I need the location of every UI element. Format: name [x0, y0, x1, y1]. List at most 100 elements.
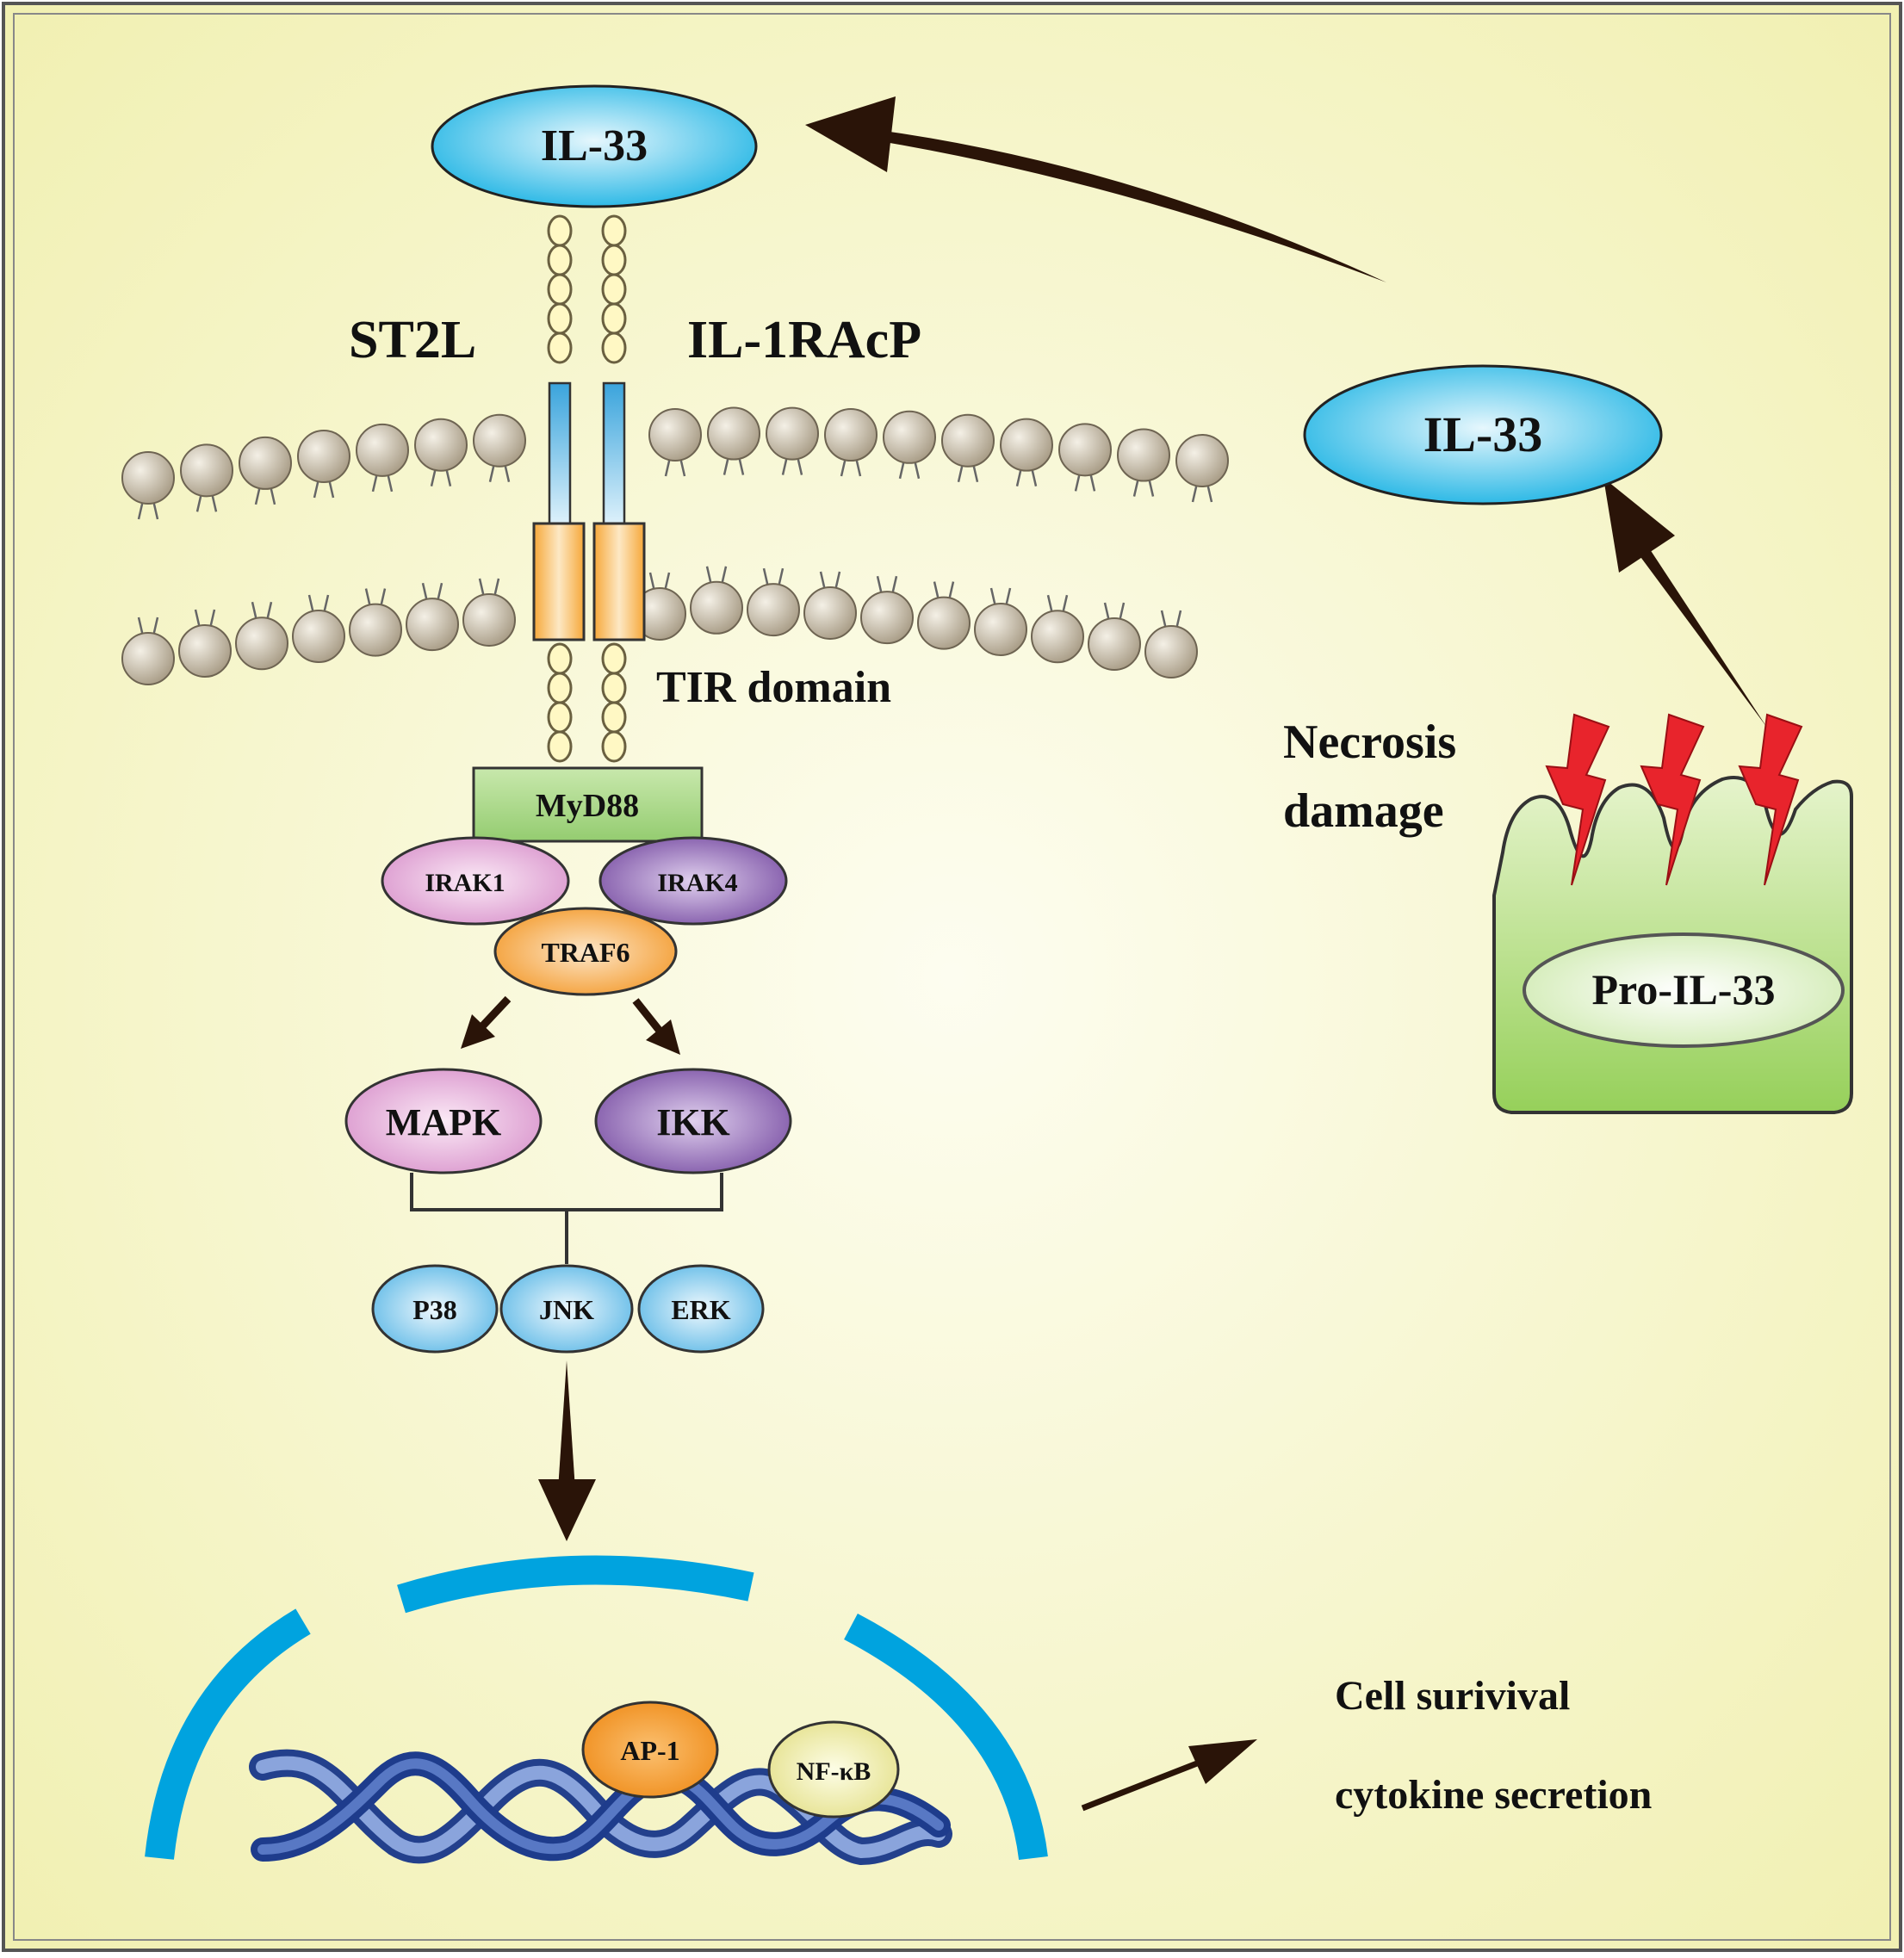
receptor-bead [547, 672, 573, 704]
necrosis-label-line2: damage [1283, 784, 1444, 838]
lipid-molecule [473, 413, 526, 482]
il33-released [1303, 364, 1663, 505]
pro-il33-label: Pro-IL-33 [1592, 965, 1776, 1013]
lipid-molecule [1088, 602, 1141, 671]
cell-to-released-il33-arrow [1603, 478, 1767, 728]
lipid-molecule [1175, 434, 1229, 503]
receptor-bead [601, 331, 627, 364]
lipid-molecule [406, 582, 459, 652]
outcome-line1: Cell surivival [1335, 1673, 1570, 1719]
lipid-molecule [883, 410, 936, 480]
convergence-bracket [410, 1173, 723, 1264]
necrosis-damage-bolts [1545, 713, 1803, 886]
traf6-node [493, 907, 678, 996]
il33-top-label: IL-33 [541, 121, 648, 170]
myd88-label: MyD88 [536, 788, 639, 824]
lipid-molecule [860, 575, 914, 645]
lipid-molecule [941, 413, 995, 483]
p38-label: P38 [412, 1294, 457, 1325]
lipid-molecule [707, 406, 760, 475]
il33-ligand-top [431, 84, 758, 208]
nfkb-label: NF-κB [797, 1757, 871, 1786]
lipid-molecule [239, 436, 292, 505]
lipid-molecule [121, 451, 175, 520]
lipid-molecule [917, 581, 971, 650]
released-il33-to-receptor-arrow [805, 96, 1386, 282]
receptor-bead [547, 302, 573, 335]
ikk-node [594, 1068, 792, 1174]
ap1-label: AP-1 [620, 1735, 679, 1766]
lipid-molecule [462, 578, 516, 647]
irak1-node [381, 836, 570, 926]
il33-right-label: IL-33 [1423, 406, 1543, 462]
receptor-bead [547, 730, 573, 763]
pro-il33-nucleus [1523, 933, 1845, 1048]
necrosis-label-line1: Necrosis [1283, 716, 1456, 769]
lipid-molecule [1117, 428, 1170, 497]
il1racp-label: IL-1RAcP [687, 311, 921, 369]
receptor-bead [601, 244, 627, 276]
st2l-label: ST2L [349, 311, 476, 369]
irak4-node [598, 836, 788, 926]
il1racp-tir-block [592, 522, 646, 641]
kinases-to-nucleus-arrow [538, 1360, 596, 1541]
erk-label: ERK [671, 1294, 730, 1325]
lipid-molecule [1000, 418, 1053, 486]
nfkb-node [767, 1720, 900, 1819]
jnk-node [499, 1264, 634, 1354]
nuclear-envelope [145, 1555, 1048, 1861]
lipid-molecule [178, 609, 232, 678]
receptor-bead [601, 273, 627, 306]
irak1-label: IRAK1 [425, 869, 505, 897]
irak4-label: IRAK4 [657, 869, 737, 897]
ikk-label: IKK [656, 1101, 730, 1143]
dna-double-helix [249, 1749, 952, 1866]
p38-node [371, 1264, 499, 1354]
inner-frame [13, 13, 1891, 1941]
mapk-node [344, 1068, 543, 1174]
nucleus-to-outcome-arrow [1081, 1739, 1257, 1812]
receptor-bead [601, 214, 627, 247]
receptor-bead [547, 642, 573, 675]
st2l-transmembrane [548, 381, 572, 536]
st2l-tir-block [532, 522, 586, 641]
lipid-molecule [292, 594, 345, 663]
lipid-molecule [1031, 594, 1084, 664]
lipid-molecule [121, 617, 175, 685]
receptor-chains [547, 214, 627, 763]
receptor-bead [547, 273, 573, 306]
lipid-molecule [824, 408, 878, 477]
erk-node [637, 1264, 765, 1354]
lipid-molecule [690, 566, 743, 635]
mapk-label: MAPK [386, 1101, 501, 1143]
receptor-bead [601, 672, 627, 704]
lipid-molecule [356, 423, 409, 493]
lipid-molecule [766, 406, 819, 475]
receptor-bead [547, 214, 573, 247]
traf6-label: TRAF6 [541, 937, 629, 968]
receptor-bead [601, 701, 627, 734]
jnk-label: JNK [539, 1294, 594, 1325]
receptor-bead [547, 331, 573, 364]
lipid-molecule [747, 567, 800, 637]
receptor-bead [547, 244, 573, 276]
lipid-molecule [349, 588, 402, 657]
traf6-to-mapk-arrow [461, 995, 512, 1049]
outcome-line2: cytokine secretion [1335, 1772, 1652, 1818]
lipid-molecule [414, 418, 468, 486]
receptor-bead [547, 701, 573, 734]
myd88-box [472, 766, 704, 843]
receptor-bead [601, 642, 627, 675]
receptor-bead [601, 730, 627, 763]
lipid-molecule [974, 587, 1027, 656]
lipid-molecule [180, 443, 233, 512]
lipid-molecule [1144, 610, 1198, 678]
ap1-node [581, 1701, 719, 1799]
lipid-molecule [235, 601, 288, 671]
traf6-to-ikk-arrow [632, 998, 680, 1055]
lipid-molecule [1058, 423, 1112, 492]
receptor-bead [601, 302, 627, 335]
